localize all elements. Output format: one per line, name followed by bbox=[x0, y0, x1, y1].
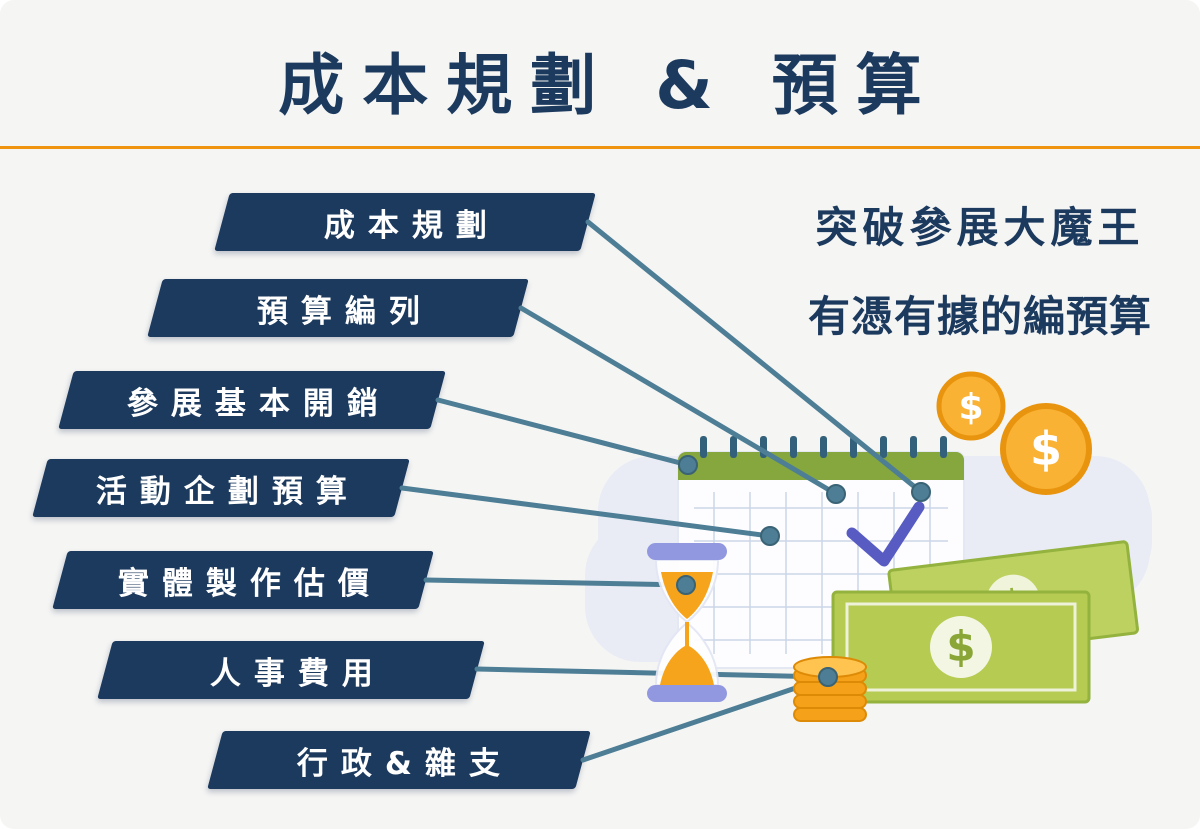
label-box-exhibition-basic-expenses: 參展基本開銷 bbox=[58, 371, 446, 429]
calendar-binder-tabs bbox=[700, 436, 947, 458]
connector-line-event-budget bbox=[399, 485, 773, 539]
title-divider bbox=[0, 146, 1200, 149]
connector-line-exhibition-expenses bbox=[435, 397, 691, 468]
connector-line-personnel bbox=[474, 666, 831, 680]
tagline-line-2: 有憑有據的編預算 bbox=[807, 292, 1152, 341]
label-box-event-planning-budget: 活動企劃預算 bbox=[32, 459, 410, 517]
check-mark-icon bbox=[846, 501, 925, 567]
label-box-cost-planning: 成本規劃 bbox=[214, 193, 596, 251]
label-box-physical-production-estimate: 實體製作估價 bbox=[52, 551, 434, 609]
connector-dot bbox=[678, 455, 698, 475]
connector-dot bbox=[911, 482, 931, 502]
background-blob-shape bbox=[585, 456, 1152, 662]
page-title: 成本規劃 & 預算 bbox=[278, 47, 940, 124]
coin-stack-icon bbox=[793, 656, 867, 722]
dollar-sign-text: $ bbox=[958, 387, 983, 428]
label-box-text: 行政&雜支 bbox=[297, 745, 514, 782]
hourglass-icon bbox=[647, 543, 727, 702]
label-box-text: 人事費用 bbox=[209, 655, 386, 692]
label-box-text: 預算編列 bbox=[256, 293, 433, 330]
spreadsheet-grid bbox=[694, 492, 948, 654]
banknotes-icon: $ $ bbox=[831, 540, 1139, 704]
connector-line-admin-misc bbox=[580, 674, 831, 763]
label-box-text: 活動企劃預算 bbox=[95, 473, 360, 510]
connector-dot bbox=[818, 667, 838, 687]
dollar-sign-text: $ bbox=[999, 581, 1027, 624]
connector-line-production-estimate bbox=[423, 577, 689, 588]
connector-dots bbox=[676, 455, 931, 687]
connector-dot bbox=[826, 484, 846, 504]
label-box-text: 成本規劃 bbox=[323, 207, 500, 244]
connector-dot bbox=[676, 575, 696, 595]
label-box-admin-misc: 行政&雜支 bbox=[207, 731, 591, 789]
gold-coins-icon: $ $ bbox=[936, 371, 1092, 495]
label-box-text: 實體製作估價 bbox=[117, 565, 382, 602]
dollar-sign-text: $ bbox=[946, 622, 975, 671]
label-box-personnel-costs: 人事費用 bbox=[97, 641, 485, 699]
tagline-line-1: 突破參展大魔王 bbox=[815, 203, 1145, 252]
calendar-spreadsheet-icon bbox=[677, 436, 965, 669]
connector-dot bbox=[760, 526, 780, 546]
label-box-text: 參展基本開銷 bbox=[126, 385, 391, 422]
dollar-sign-text: $ bbox=[1030, 422, 1062, 476]
label-box-budgeting: 預算編列 bbox=[147, 279, 529, 337]
tagline: 突破參展大魔王 有憑有據的編預算 bbox=[768, 194, 1192, 344]
